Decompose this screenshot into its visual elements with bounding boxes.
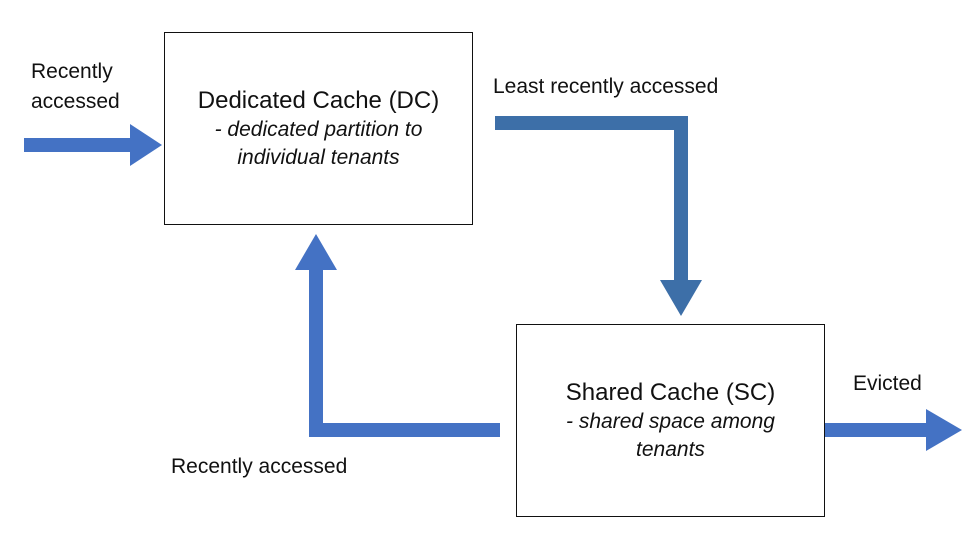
shared-cache-subtitle-line2: tenants [636,437,705,461]
shared-cache-node: Shared Cache (SC) - shared space among t… [516,324,825,517]
sc-to-dc-arrow [295,234,500,437]
evicted-arrow [825,409,962,451]
dc-to-sc-label: Least recently accessed [493,75,719,98]
dedicated-cache-node: Dedicated Cache (DC) - dedicated partiti… [164,32,473,225]
dedicated-cache-subtitle-line1: - dedicated partition to [214,117,423,141]
sc-to-dc-label: Recently accessed [171,455,348,478]
incoming-label-line1: Recently [31,60,113,83]
shared-cache-subtitle-line1: - shared space among [566,409,775,433]
dedicated-cache-subtitle-line2: individual tenants [237,145,400,169]
dedicated-cache-title: Dedicated Cache (DC) [197,86,440,114]
incoming-arrow [24,124,162,166]
dc-to-sc-arrow [495,116,702,316]
evicted-label: Evicted [853,372,922,395]
shared-cache-title: Shared Cache (SC) [565,378,776,406]
incoming-label-line2: accessed [31,90,120,113]
